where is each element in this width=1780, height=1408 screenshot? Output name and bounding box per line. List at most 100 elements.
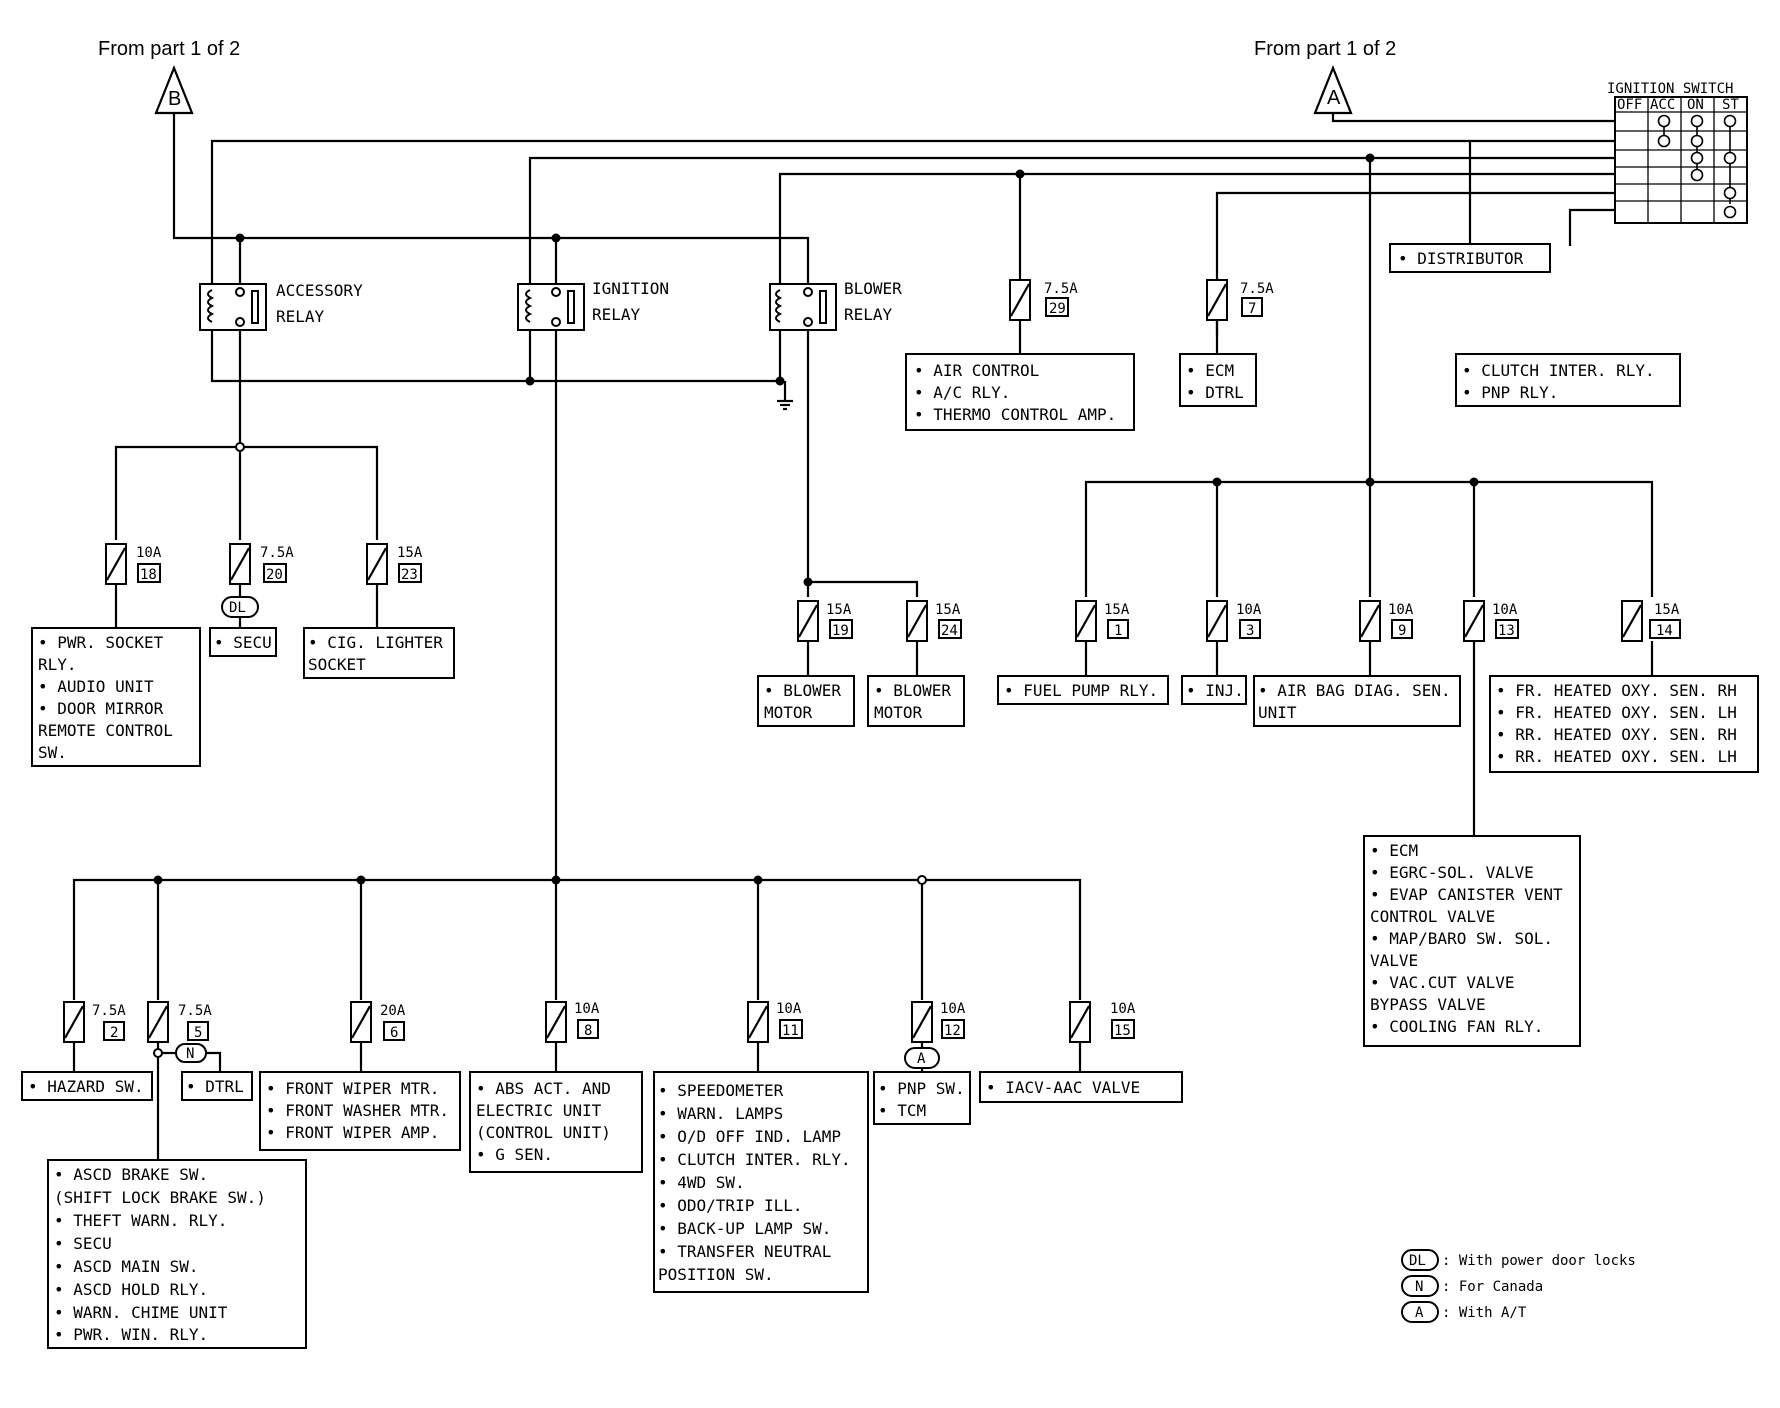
svg-text:7.5A: 7.5A [1240, 281, 1274, 297]
svg-text:• THERMO CONTROL AMP.: • THERMO CONTROL AMP. [914, 405, 1116, 424]
svg-text:• WARN. CHIME UNIT: • WARN. CHIME UNIT [54, 1303, 228, 1322]
svg-text:• COOLING FAN RLY.: • COOLING FAN RLY. [1370, 1017, 1543, 1036]
svg-text:REMOTE CONTROL: REMOTE CONTROL [38, 721, 173, 740]
svg-text:15A: 15A [935, 602, 961, 618]
ignition-col-st: ST [1722, 97, 1739, 113]
svg-text:• FR. HEATED OXY. SEN. LH: • FR. HEATED OXY. SEN. LH [1496, 703, 1737, 722]
svg-text:UNIT: UNIT [1258, 703, 1297, 722]
svg-text:• DTRL: • DTRL [186, 1077, 244, 1096]
svg-text:BYPASS VALVE: BYPASS VALVE [1370, 995, 1486, 1014]
blower-relay-label-1: BLOWER [844, 279, 902, 298]
fuse-15: 10A 15 [1069, 1001, 1136, 1043]
svg-text:15A: 15A [1104, 602, 1130, 618]
fuse-7: 7.5A 7 [1206, 279, 1274, 321]
legend-text-n: : For Canada [1442, 1279, 1543, 1295]
svg-text:20: 20 [266, 567, 283, 583]
svg-text:10A: 10A [574, 1001, 600, 1017]
svg-text:7.5A: 7.5A [92, 1003, 126, 1019]
svg-text:• PWR. SOCKET: • PWR. SOCKET [38, 633, 164, 652]
blower-relay-label-2: RELAY [844, 305, 893, 324]
legend: DL : With power door locks N : For Canad… [1401, 1249, 1636, 1323]
svg-text:• EVAP CANISTER VENT: • EVAP CANISTER VENT [1370, 885, 1563, 904]
svg-text:15A: 15A [397, 545, 423, 561]
ignition-relay-label-1: IGNITION [592, 279, 669, 298]
svg-text:• MAP/BARO SW. SOL.: • MAP/BARO SW. SOL. [1370, 929, 1553, 948]
svg-text:10A: 10A [1110, 1001, 1136, 1017]
dtrl-box: • DTRL [181, 1071, 253, 1101]
connector-b-label: B [168, 88, 181, 110]
connector-b: From part 1 of 2 B [98, 38, 240, 115]
svg-text:10A: 10A [1388, 602, 1414, 618]
svg-text:3: 3 [1246, 623, 1254, 639]
blower-motor-box-2: • BLOWER MOTOR [867, 675, 965, 727]
svg-text:• 4WD SW.: • 4WD SW. [658, 1173, 745, 1192]
blower-relay: BLOWER RELAY [769, 279, 902, 331]
svg-text:• FRONT WIPER MTR.: • FRONT WIPER MTR. [266, 1079, 439, 1098]
ignition-col-acc: ACC [1650, 97, 1675, 113]
svg-text:7.5A: 7.5A [178, 1003, 212, 1019]
inj-box: • INJ. [1181, 675, 1247, 705]
svg-text:• ASCD HOLD RLY.: • ASCD HOLD RLY. [54, 1280, 208, 1299]
ecm-dtrl-box: • ECM • DTRL [1179, 353, 1257, 407]
svg-text:14: 14 [1656, 623, 1673, 639]
svg-text:• WARN. LAMPS: • WARN. LAMPS [658, 1104, 783, 1123]
svg-text:• PWR. WIN. RLY.: • PWR. WIN. RLY. [54, 1325, 208, 1344]
svg-text:• IACV-AAC VALVE: • IACV-AAC VALVE [986, 1078, 1140, 1097]
svg-text:• BLOWER: • BLOWER [764, 681, 841, 700]
air-control-box: • AIR CONTROL • A/C RLY. • THERMO CONTRO… [905, 353, 1135, 431]
svg-text:• BACK-UP LAMP SW.: • BACK-UP LAMP SW. [658, 1219, 831, 1238]
svg-text:• DTRL: • DTRL [1186, 383, 1244, 402]
svg-text:10A: 10A [1236, 602, 1262, 618]
iacv-box: • IACV-AAC VALVE [979, 1071, 1183, 1103]
svg-text:10A: 10A [776, 1001, 802, 1017]
fuse-12: 10A 12 [911, 1001, 966, 1043]
svg-text:CONTROL VALVE: CONTROL VALVE [1370, 907, 1495, 926]
svg-text:7.5A: 7.5A [1044, 281, 1078, 297]
speedometer-box: • SPEEDOMETER • WARN. LAMPS • O/D OFF IN… [653, 1071, 869, 1293]
clutch-box: • CLUTCH INTER. RLY. • PNP RLY. [1455, 353, 1681, 407]
svg-text:• VAC.CUT VALVE: • VAC.CUT VALVE [1370, 973, 1515, 992]
fuse-13: 10A 13 [1463, 600, 1519, 642]
svg-text:19: 19 [832, 623, 849, 639]
svg-text:11: 11 [782, 1023, 799, 1039]
svg-text:10A: 10A [136, 545, 162, 561]
fuse-19: 15A 19 [797, 600, 853, 642]
svg-text:15A: 15A [826, 602, 852, 618]
svg-text:• FR. HEATED OXY. SEN. RH: • FR. HEATED OXY. SEN. RH [1496, 681, 1737, 700]
svg-text:• PNP SW.: • PNP SW. [878, 1079, 965, 1098]
junction-dots [153, 153, 1479, 1058]
svg-text:• ODO/TRIP ILL.: • ODO/TRIP ILL. [658, 1196, 803, 1215]
svg-text:• A/C RLY.: • A/C RLY. [914, 383, 1010, 402]
ignition-relay-label-2: RELAY [592, 305, 641, 324]
svg-text:12: 12 [944, 1023, 961, 1039]
svg-text:• ECM: • ECM [1186, 361, 1234, 380]
legend-text-a: : With A/T [1442, 1305, 1527, 1321]
fuse-14: 15A 14 [1621, 600, 1681, 642]
hazard-box: • HAZARD SW. [21, 1071, 153, 1101]
svg-text:• FUEL PUMP RLY.: • FUEL PUMP RLY. [1004, 681, 1158, 700]
svg-text:RLY.: RLY. [38, 655, 77, 674]
svg-text:• AIR CONTROL: • AIR CONTROL [914, 361, 1039, 380]
fuse-8: 10A 8 [545, 1001, 600, 1043]
svg-text:• SECU: • SECU [54, 1234, 112, 1253]
fuse-1: 15A 1 [1075, 600, 1130, 642]
svg-text:• TRANSFER NEUTRAL: • TRANSFER NEUTRAL [658, 1242, 831, 1261]
front-wiper-box: • FRONT WIPER MTR. • FRONT WASHER MTR. •… [259, 1071, 461, 1151]
svg-text:VALVE: VALVE [1370, 951, 1418, 970]
svg-text:• SECU: • SECU [214, 633, 272, 652]
svg-text:• ASCD BRAKE SW.: • ASCD BRAKE SW. [54, 1165, 208, 1184]
ascd-box: • ASCD BRAKE SW. (SHIFT LOCK BRAKE SW.) … [47, 1159, 307, 1349]
svg-text:• BLOWER: • BLOWER [874, 681, 951, 700]
svg-text:SOCKET: SOCKET [308, 655, 366, 674]
svg-text:• HAZARD SW.: • HAZARD SW. [28, 1077, 144, 1096]
svg-text:7.5A: 7.5A [260, 545, 294, 561]
svg-text:1: 1 [1114, 623, 1122, 639]
connector-a-source: From part 1 of 2 [1254, 38, 1396, 60]
svg-text:• CIG. LIGHTER: • CIG. LIGHTER [308, 633, 443, 652]
connector-a: From part 1 of 2 A [1254, 38, 1396, 115]
svg-text:5: 5 [194, 1025, 202, 1041]
svg-text:13: 13 [1498, 623, 1515, 639]
svg-text:• DOOR MIRROR: • DOOR MIRROR [38, 699, 164, 718]
legend-tag-a: A [1415, 1305, 1424, 1321]
